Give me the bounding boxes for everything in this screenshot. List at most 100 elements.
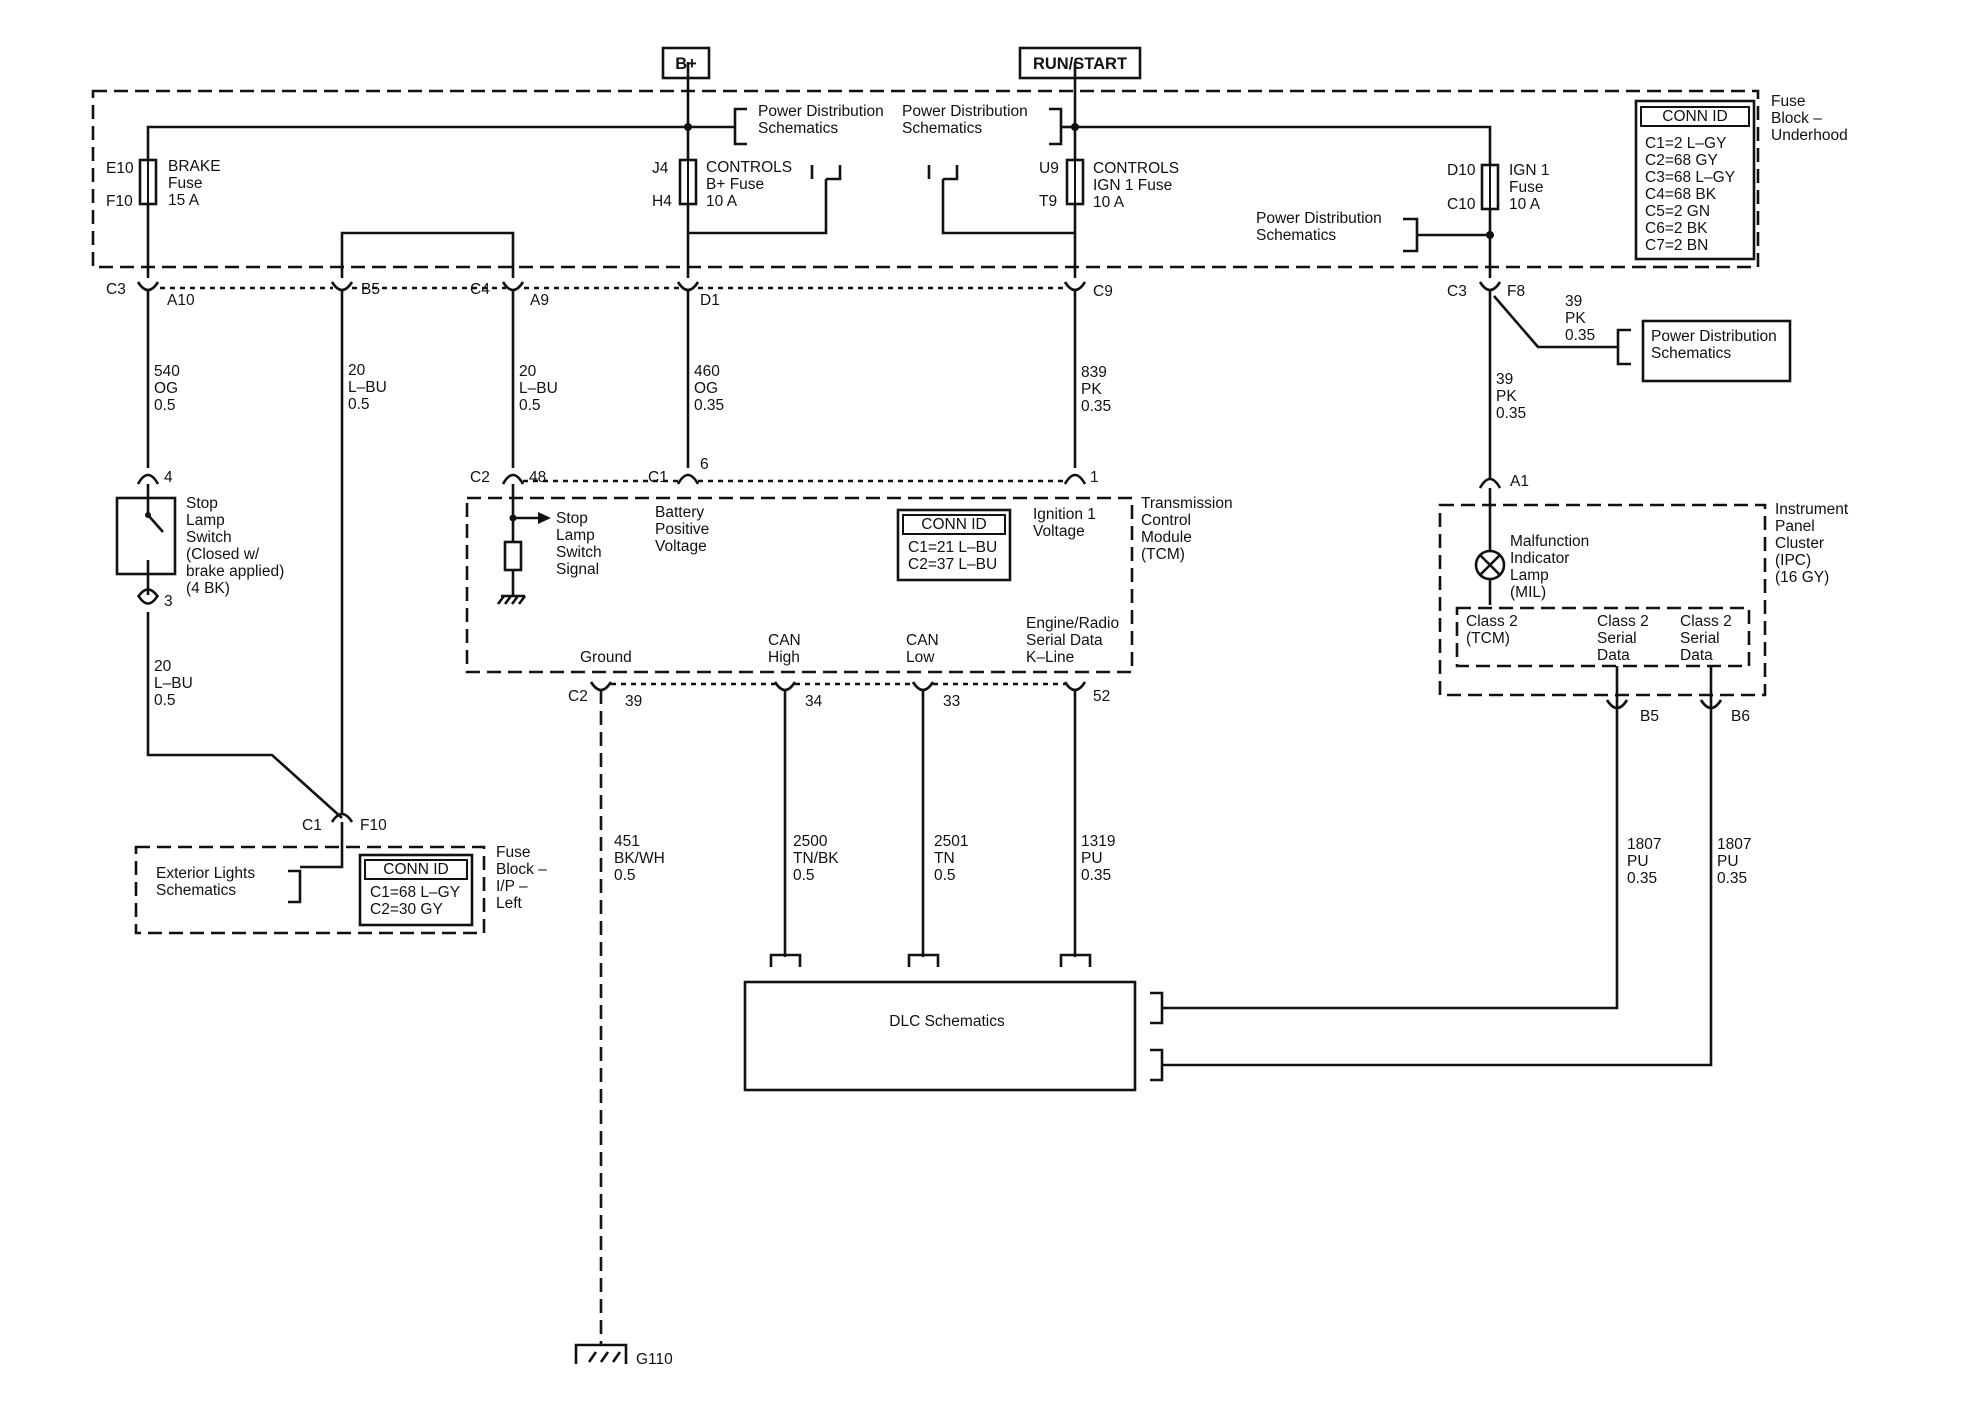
pd-mid-reference: Power Distribution Schematics [902,103,1063,146]
svg-text:(Closed w/: (Closed w/ [186,546,260,563]
svg-text:Stop: Stop [186,495,218,512]
svg-text:Serial: Serial [1680,630,1720,647]
pd-box-right: Power Distribution Schematics [1616,319,1792,383]
svg-text:1807: 1807 [1627,836,1661,853]
svg-text:Battery: Battery [655,504,704,521]
svg-text:Control: Control [1141,512,1191,529]
svg-text:6: 6 [700,456,709,473]
wire-20-stop-label: 20 L–BU 0.5 [154,658,193,709]
svg-text:A1: A1 [1510,473,1529,490]
tcm-can-high-label: CAN High [768,632,801,666]
svg-text:CONTROLS: CONTROLS [1093,160,1179,177]
fuse-block-underhood: Fuse Block – Underhood CONN ID C1=2 L–GY… [91,62,1848,278]
svg-text:0.35: 0.35 [1565,327,1595,344]
svg-text:J4: J4 [652,160,669,177]
svg-text:Data: Data [1680,647,1713,664]
svg-text:0.5: 0.5 [934,867,956,884]
svg-text:Serial: Serial [1597,630,1637,647]
svg-text:39: 39 [1496,371,1513,388]
svg-text:CONTROLS: CONTROLS [706,159,792,176]
svg-text:Indicator: Indicator [1510,550,1569,567]
svg-text:C4: C4 [470,281,490,298]
svg-text:(MIL): (MIL) [1510,584,1546,601]
svg-text:Malfunction: Malfunction [1510,533,1589,550]
svg-text:Fuse: Fuse [168,175,202,192]
svg-text:U9: U9 [1039,160,1059,177]
svg-text:0.5: 0.5 [154,397,176,414]
svg-text:540: 540 [154,363,180,380]
pd-left-reference: Power Distribution Schematics [733,103,884,146]
svg-text:Block –: Block – [1771,110,1822,127]
svg-text:PU: PU [1081,850,1103,867]
svg-text:Lamp: Lamp [556,527,595,544]
svg-text:Voltage: Voltage [655,538,707,555]
tcm-title: Transmission Control Module (TCM) [1141,495,1233,563]
tcm-stop-signal-label: Stop Lamp Switch Signal [556,510,602,578]
svg-text:C1: C1 [648,469,668,486]
svg-text:3: 3 [164,593,173,610]
svg-text:Fuse: Fuse [496,844,530,861]
wire-1319-label: 1319 PU 0.35 [1081,833,1115,884]
svg-text:PK: PK [1496,388,1517,405]
svg-text:Signal: Signal [556,561,599,578]
dlc-label: DLC Schematics [889,1013,1005,1030]
svg-text:Module: Module [1141,529,1192,546]
dlc-schematics: DLC Schematics [743,980,1137,1092]
svg-text:Left: Left [496,895,523,912]
wire-20-a9-label: 20 L–BU 0.5 [519,363,558,414]
svg-text:BK/WH: BK/WH [614,850,665,867]
fuse-block-underhood-title: Fuse Block – Underhood [1771,93,1848,144]
wire-1807a-label: 1807 PU 0.35 [1627,836,1661,887]
svg-text:C6=2 BK: C6=2 BK [1645,220,1708,237]
svg-text:2501: 2501 [934,833,968,850]
svg-text:High: High [768,649,800,666]
svg-text:48: 48 [529,469,546,486]
svg-text:B5: B5 [361,281,380,298]
svg-text:460: 460 [694,363,720,380]
svg-text:Class 2: Class 2 [1466,613,1518,630]
tcm-ground-label: Ground [580,649,632,666]
svg-text:C3: C3 [106,281,126,298]
runstart-label: RUN/START [1033,55,1127,73]
svg-text:451: 451 [614,833,640,850]
svg-text:Instrument: Instrument [1775,501,1849,518]
svg-text:Class 2: Class 2 [1597,613,1649,630]
svg-text:39: 39 [1565,293,1582,310]
svg-text:33: 33 [943,693,960,710]
svg-text:Power Distribution: Power Distribution [758,103,884,120]
svg-text:10 A: 10 A [1093,194,1125,211]
svg-text:E10: E10 [106,160,134,177]
wire-2500-label: 2500 TN/BK 0.5 [793,833,839,884]
svg-text:L–BU: L–BU [154,675,193,692]
svg-text:Block –: Block – [496,861,547,878]
svg-text:Engine/Radio: Engine/Radio [1026,615,1119,632]
svg-text:A10: A10 [167,292,195,309]
svg-text:L–BU: L–BU [519,380,558,397]
svg-text:IGN 1 Fuse: IGN 1 Fuse [1093,177,1172,194]
svg-text:2500: 2500 [793,833,828,850]
svg-text:Class 2: Class 2 [1680,613,1732,630]
svg-text:839: 839 [1081,364,1107,381]
svg-text:0.5: 0.5 [614,867,636,884]
tcm-can-low-label: CAN Low [906,632,939,666]
svg-text:CONN ID: CONN ID [383,861,448,878]
svg-text:(IPC): (IPC) [1775,552,1811,569]
svg-text:C1=21 L–BU: C1=21 L–BU [908,539,997,556]
svg-text:10 A: 10 A [706,193,738,210]
tcm-battery-label: Battery Positive Voltage [655,504,709,555]
svg-text:Fuse: Fuse [1509,179,1543,196]
bplus-label: B+ [675,55,697,73]
svg-text:CAN: CAN [906,632,939,649]
svg-text:B5: B5 [1640,708,1659,725]
svg-text:1319: 1319 [1081,833,1115,850]
runstart-source: RUN/START [1018,46,1142,80]
svg-text:C2=37 L–BU: C2=37 L–BU [908,556,997,573]
svg-text:20: 20 [348,362,366,379]
svg-text:Schematics: Schematics [1651,345,1731,362]
svg-text:Voltage: Voltage [1033,523,1085,540]
svg-text:T9: T9 [1039,193,1057,210]
ipc-module: A1 Instrument Panel Cluster (IPC) (16 GY… [1438,473,1849,725]
svg-text:OG: OG [694,380,718,397]
svg-text:brake applied): brake applied) [186,563,284,580]
conn-id-underhood: CONN ID C1=2 L–GY C2=68 GY C3=68 L–GY C4… [1634,99,1756,261]
